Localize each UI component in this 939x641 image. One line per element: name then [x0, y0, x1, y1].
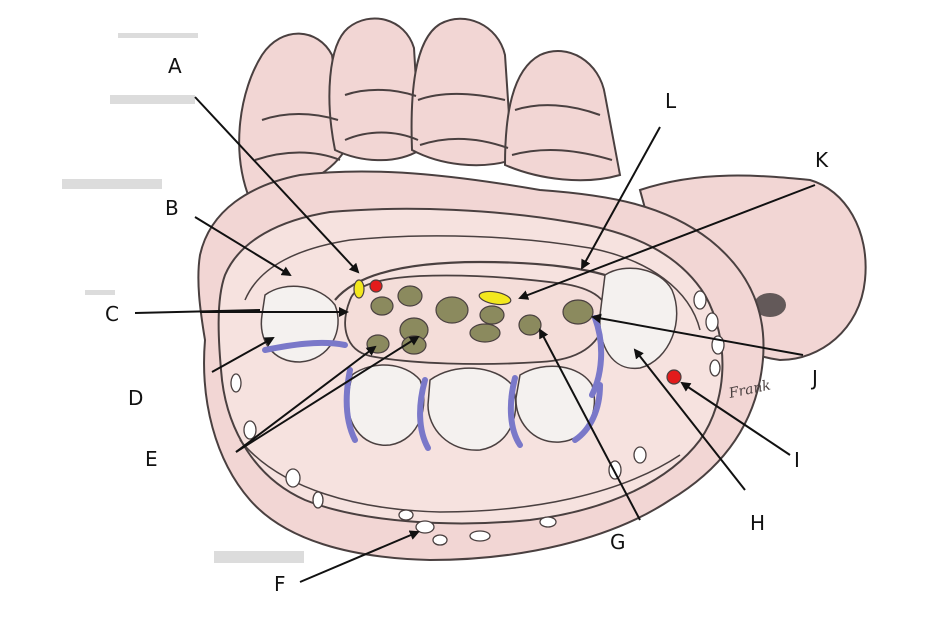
ulnar-artery [370, 280, 382, 292]
label-B: B [165, 196, 179, 220]
label-F: F [274, 572, 286, 596]
label-A: A [168, 54, 182, 78]
label-K: K [815, 148, 829, 172]
bone-row-1 [348, 365, 424, 445]
label-C: C [105, 302, 119, 326]
label-G: G [610, 530, 626, 554]
label-L: L [665, 89, 677, 113]
finger-4 [505, 51, 620, 180]
fingers [239, 18, 620, 200]
hand-body [198, 171, 865, 560]
label-D: D [128, 386, 143, 410]
label-H: H [750, 511, 765, 535]
label-E: E [145, 447, 158, 471]
radial-artery [667, 370, 681, 384]
ulnar-nerve [354, 280, 364, 298]
label-J: J [810, 366, 818, 390]
label-I: I [794, 448, 800, 472]
